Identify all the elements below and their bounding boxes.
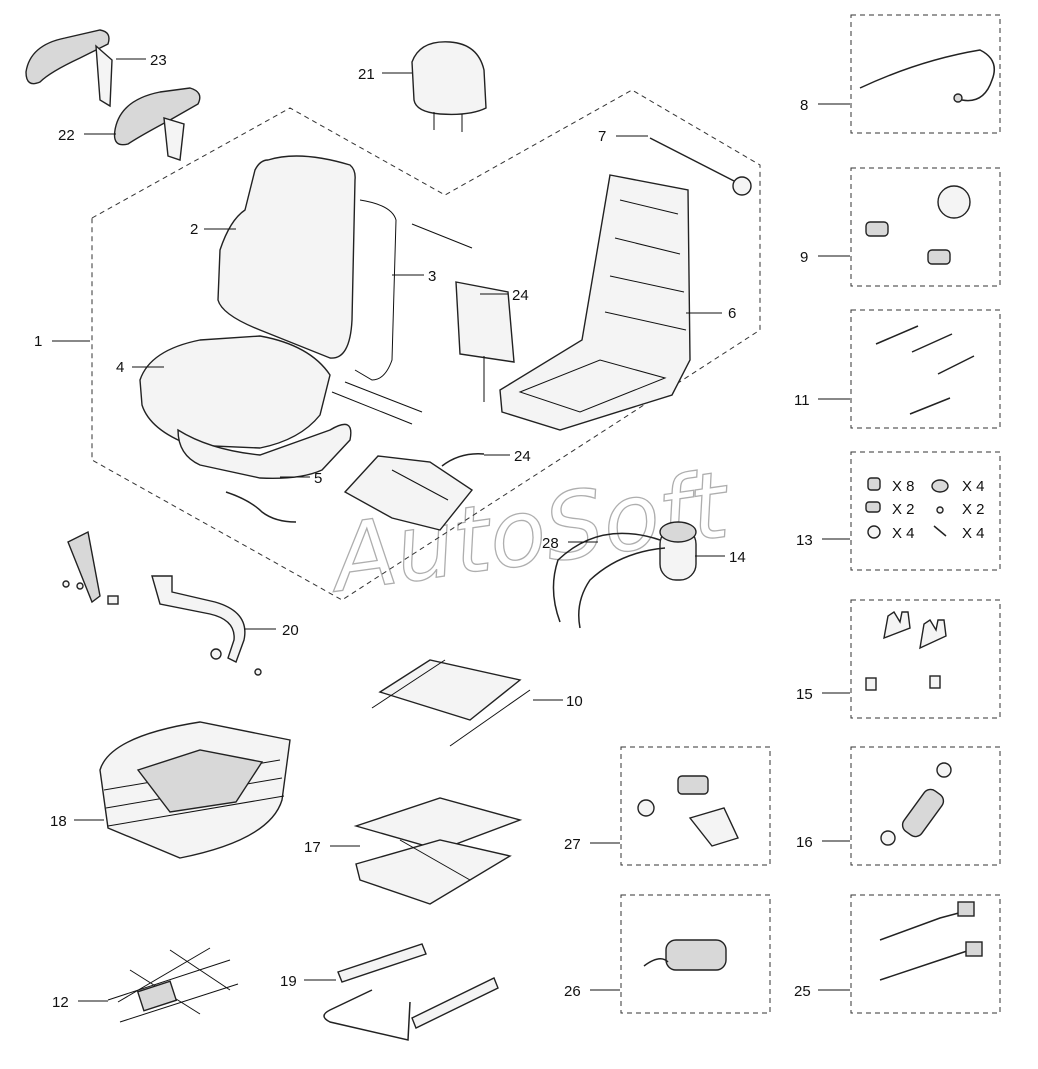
seat-frame-6-drawing	[499, 174, 691, 431]
callout-24-seat: 24	[514, 448, 531, 465]
headrest-21-drawing	[411, 41, 487, 132]
callout-7: 7	[598, 128, 606, 145]
callout-27: 27	[564, 836, 581, 853]
armrest-23-drawing	[25, 29, 113, 108]
callout-26: 26	[564, 983, 581, 1000]
kit-26-motor	[643, 939, 727, 971]
box-13	[850, 451, 1001, 571]
kit-27-switch	[637, 775, 739, 847]
armrest-22-drawing	[113, 87, 201, 161]
kit-11-springs	[875, 325, 975, 415]
kit-13-quantities: X 8 X 4 X 2 X 2 X 4 X 4	[892, 478, 985, 542]
callout-8: 8	[800, 97, 808, 114]
leader-lines	[52, 58, 850, 1002]
box-26	[620, 894, 771, 1014]
kit-9-knobs	[865, 185, 971, 265]
callout-14: 14	[729, 549, 746, 566]
callout-13: 13	[796, 532, 813, 549]
callout-21: 21	[358, 66, 375, 83]
main-seat-group-outline	[91, 89, 761, 601]
box-15	[850, 599, 1001, 719]
box-16	[850, 746, 1001, 866]
bracket-20-drawing	[151, 575, 262, 676]
back-cushion-2-drawing	[217, 155, 397, 381]
scissor-mechanism-12-drawing	[107, 947, 239, 1023]
box-27	[620, 746, 771, 866]
kit-16-damper	[880, 762, 952, 846]
callout-15: 15	[796, 686, 813, 703]
box-25	[850, 894, 1001, 1014]
callout-5: 5	[314, 470, 322, 487]
callout-22: 22	[58, 127, 75, 144]
callout-1: 1	[34, 333, 42, 350]
callout-16: 16	[796, 834, 813, 851]
rod-7-drawing	[649, 137, 752, 196]
kit13-qty-nut: X 2	[962, 501, 985, 518]
callout-23: 23	[150, 52, 167, 69]
box-9	[850, 167, 1001, 287]
callout-19: 19	[280, 973, 297, 990]
compressor-14-drawing	[552, 521, 697, 629]
callout-17: 17	[304, 839, 321, 856]
trim-strips	[225, 223, 473, 523]
kit13-qty-bush: X 4	[962, 478, 985, 495]
heater-pad-seat-5-24-drawing	[343, 453, 485, 531]
callout-9: 9	[800, 249, 808, 266]
callout-6: 6	[728, 305, 736, 322]
box-8	[850, 14, 1001, 134]
callout-10: 10	[566, 693, 583, 710]
kit-13-icons	[865, 477, 949, 539]
kit-8-cable	[859, 49, 995, 103]
callout-24-back: 24	[512, 287, 529, 304]
callout-12: 12	[52, 994, 69, 1011]
kit-25-harness	[879, 901, 983, 981]
kit13-qty-pin: X 2	[892, 501, 915, 518]
callout-28: 28	[542, 535, 559, 552]
box-11	[850, 309, 1001, 429]
kit-15-clips	[865, 611, 947, 691]
heater-pad-back-24-drawing	[455, 281, 515, 402]
suspension-17-drawing	[353, 797, 523, 905]
slide-rails-10-drawing	[371, 659, 531, 747]
seat-belt-drawing	[62, 530, 119, 605]
kit13-qty-cap: X 4	[892, 525, 915, 542]
callout-25: 25	[794, 983, 811, 1000]
callout-18: 18	[50, 813, 67, 830]
kit13-qty-spring: X 4	[962, 525, 985, 542]
seat-cushion-4-drawing	[139, 335, 352, 480]
callout-4: 4	[116, 359, 124, 376]
bellows-18-drawing	[99, 721, 291, 859]
kit-boxes	[620, 14, 1001, 1014]
kit13-qty-clip: X 8	[892, 478, 915, 495]
rails-19-drawing	[323, 943, 499, 1041]
callout-11: 11	[794, 392, 810, 409]
callout-20: 20	[282, 622, 299, 639]
callout-2: 2	[190, 221, 198, 238]
callout-3: 3	[428, 268, 436, 285]
callout-labels: 1 2 3 4 5 6 7 8 9 10 11 12 13 14 15 16 1…	[34, 52, 813, 1011]
